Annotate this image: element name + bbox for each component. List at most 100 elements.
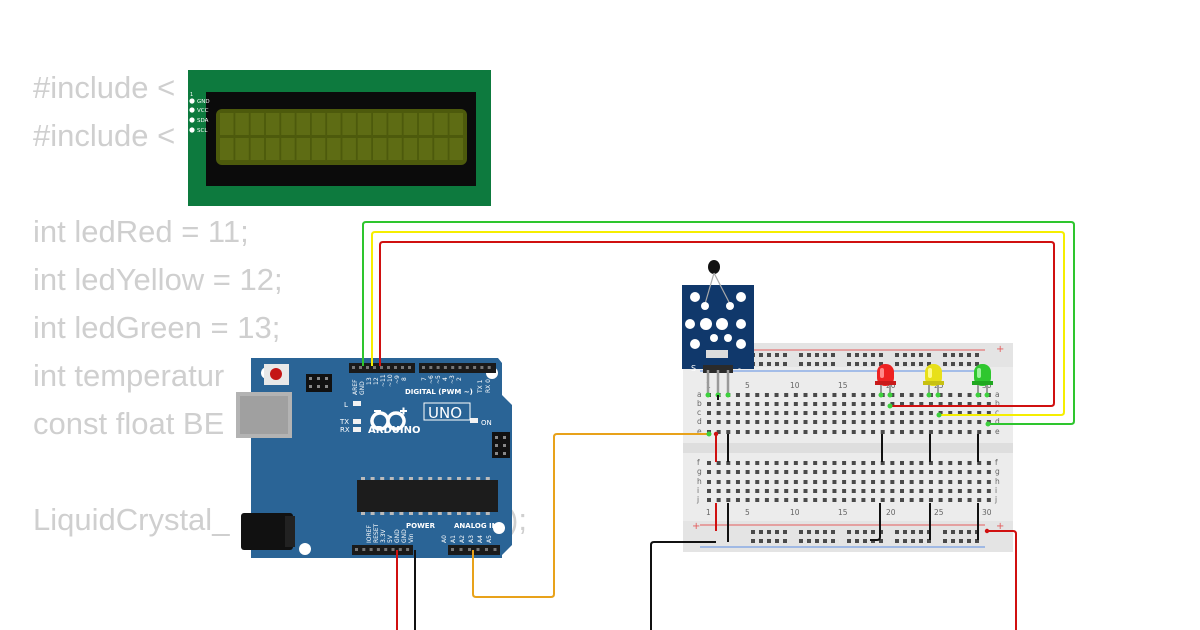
rail-plus-bottom-right: +: [996, 521, 1004, 532]
svg-text:h: h: [995, 477, 1000, 486]
svg-text:j: j: [696, 495, 699, 504]
svg-text:g: g: [697, 467, 702, 476]
code-line-5: int ledGreen = 13;: [33, 310, 281, 345]
power-jack: [241, 513, 293, 550]
led-red[interactable]: [875, 364, 896, 398]
digital-header-right: [419, 363, 496, 373]
lcd-pin-scl: SCL: [197, 128, 208, 134]
svg-text:3.3V: 3.3V: [380, 528, 387, 543]
svg-text:13: 13: [366, 377, 373, 385]
code-line-2: #include <: [33, 118, 176, 153]
wire-red-signal[interactable]: [379, 241, 1055, 407]
svg-text:5V: 5V: [387, 534, 394, 543]
svg-text:d: d: [697, 417, 702, 426]
svg-text:a: a: [697, 390, 702, 399]
power-analog-labels: POWER ANALOG IN IOREF RESET 3.3V 5V GND …: [366, 522, 498, 543]
jumper-black-bottom-2[interactable]: [870, 503, 881, 541]
svg-text:4: 4: [442, 377, 449, 381]
svg-text:i: i: [995, 486, 997, 495]
led-label-l: L: [344, 401, 348, 409]
svg-text:b: b: [697, 399, 702, 408]
power-label: POWER: [406, 522, 436, 530]
code-line-8: LiquidCrystal_: [33, 502, 230, 537]
svg-text:~11: ~11: [380, 374, 387, 387]
arduino-model: UNO: [428, 404, 462, 422]
led-green[interactable]: [972, 364, 993, 398]
arduino-logo: ARDUINO UNO: [368, 402, 471, 436]
digital-label: DIGITAL (PWM ~): [405, 388, 473, 396]
reset-button[interactable]: [270, 368, 282, 380]
svg-text:j: j: [994, 495, 997, 504]
svg-text:A5: A5: [486, 535, 493, 543]
breadboard-holes: [707, 353, 991, 543]
sensor-pin-minus: -: [738, 364, 741, 373]
thermistor-module[interactable]: S -: [682, 260, 754, 398]
sensor-pads: [685, 292, 746, 349]
svg-text:~9: ~9: [394, 375, 401, 384]
lcd-pin1-label: 1: [190, 92, 193, 98]
svg-text:GND: GND: [394, 529, 401, 543]
power-header: [352, 545, 413, 555]
led-label-rx: RX: [340, 426, 350, 434]
lcd-pin-gnd: GND: [197, 99, 210, 105]
svg-text:f: f: [995, 458, 998, 467]
wire-red-rail[interactable]: [987, 530, 1017, 630]
svg-text:10: 10: [790, 381, 800, 390]
svg-text:d: d: [995, 417, 1000, 426]
sensor-header: [703, 365, 733, 373]
svg-text:A0: A0: [441, 535, 448, 543]
svg-text:A1: A1: [450, 535, 457, 543]
code-line-3: int ledRed = 11;: [33, 214, 249, 249]
thermistor-bead: [708, 260, 720, 274]
svg-text:10: 10: [790, 508, 800, 517]
arduino-brand: ARDUINO: [368, 425, 420, 436]
led-label-tx: TX: [339, 418, 349, 426]
lcd-pin-sda: SDA: [197, 118, 209, 124]
wire-yellow[interactable]: [371, 231, 1065, 416]
code-line-4: int ledYellow = 12;: [33, 262, 283, 297]
svg-text:RESET: RESET: [373, 523, 380, 543]
svg-text:1: 1: [706, 508, 711, 517]
svg-text:30: 30: [982, 508, 992, 517]
code-line-8-tail: );: [508, 502, 527, 537]
svg-text:~10: ~10: [387, 374, 394, 387]
analog-label: ANALOG IN: [454, 522, 498, 530]
wire-green[interactable]: [362, 221, 1075, 425]
rail-plus-bottom-left: +: [692, 521, 700, 532]
svg-text:c: c: [995, 408, 999, 417]
svg-text:8: 8: [401, 377, 408, 381]
svg-text:A3: A3: [468, 535, 475, 543]
code-line-6: int temperatur: [33, 358, 225, 393]
svg-text:h: h: [697, 477, 702, 486]
svg-text:e: e: [697, 427, 702, 436]
wire-black-rail[interactable]: [650, 541, 716, 630]
svg-text:15: 15: [838, 381, 848, 390]
svg-text:5: 5: [745, 508, 750, 517]
svg-text:~6: ~6: [428, 375, 435, 384]
sensor-resistor: [706, 350, 728, 358]
led-yellow[interactable]: [923, 364, 944, 398]
svg-text:e: e: [995, 427, 1000, 436]
breadboard[interactable]: + + + 1 5 10 15 20 25 30 1 5 10 15 20 25…: [683, 343, 1013, 552]
svg-text:TX 1: TX 1: [477, 379, 484, 394]
atmega-chip: [357, 480, 498, 512]
svg-text:~3: ~3: [449, 375, 456, 384]
lcd-pin-vcc: VCC: [197, 108, 209, 114]
svg-text:7: 7: [421, 377, 428, 381]
on-label: ON: [481, 419, 492, 427]
code-line-7: const float BE: [33, 406, 225, 441]
svg-text:2: 2: [456, 377, 463, 381]
sensor-pin-s: S: [691, 364, 696, 373]
lcd-pins: 1 GND VCC SDA SCL: [189, 92, 210, 134]
lcd-character-cells: [220, 113, 463, 160]
arduino-uno[interactable]: AREF GND 13 12 ~11 ~10 ~9 8 7 ~6 ~5 4 ~3…: [236, 358, 512, 558]
code-line-1: #include <: [33, 70, 176, 105]
svg-text:20: 20: [886, 508, 896, 517]
svg-text:i: i: [697, 486, 699, 495]
svg-text:~5: ~5: [435, 375, 442, 384]
svg-text:25: 25: [934, 508, 944, 517]
wire-orange[interactable]: [472, 433, 709, 598]
lcd-module[interactable]: 1 GND VCC SDA SCL: [188, 70, 491, 206]
svg-text:a: a: [995, 390, 1000, 399]
wire-endpoints: [706, 403, 991, 534]
